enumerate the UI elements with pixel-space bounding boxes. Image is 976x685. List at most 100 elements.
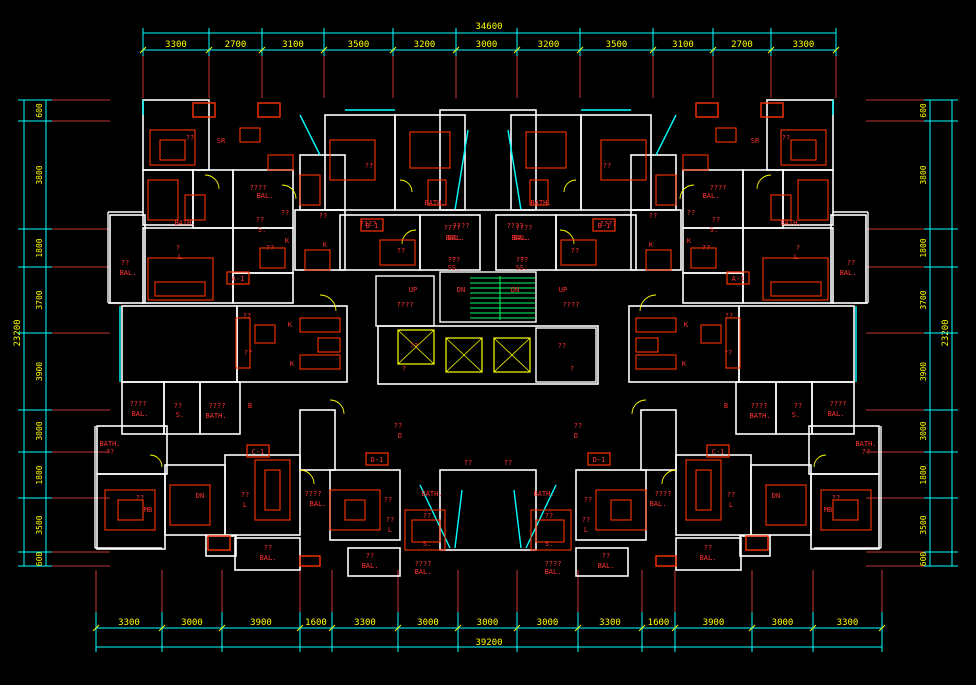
room-label: BATH. [424,199,445,207]
room-label: L [729,501,733,509]
furniture-item [411,519,441,543]
left-segment-label: 3800 [35,165,44,184]
door-swing [149,454,163,468]
room-label: BAL. [703,192,720,200]
room-label: BATH. [421,490,442,498]
wall-rect [675,454,752,536]
room-label: ?? [782,134,790,142]
top-tick-mark [576,46,584,54]
bottom-tick-mark [328,624,336,632]
furniture-item [560,239,597,266]
window-unit [745,535,769,551]
wall-rect [439,109,537,211]
stair-elevator-core [375,271,599,385]
top-segment-label: 3300 [793,40,815,50]
bottom-tick-mark [92,624,100,632]
wall-rect [199,381,241,435]
furniture-item [147,257,214,301]
room-label: K [288,321,293,329]
room-label: S. [792,411,800,419]
room-label: ???? [397,301,414,309]
furniture-item [635,354,677,370]
top-segment-label: 3500 [606,40,628,50]
room-label: ?? [266,244,274,252]
room-label: SR [751,137,760,145]
room-label: S. [258,226,266,234]
window-unit [192,102,216,118]
room-label: ?? [243,312,251,320]
room-label: ?? [423,512,431,520]
room-label: ?? [727,491,735,499]
room-label: ???? [507,222,524,230]
door-swing [756,174,772,190]
wall-rect [299,154,346,211]
room-label: BATH. [533,490,554,498]
axis-gridlines [52,56,924,612]
furniture-item [695,469,712,511]
bottom-segment-label: 3300 [354,618,376,628]
right-segment-label: 600 [919,103,928,118]
room-label: ?? [574,422,582,430]
wall-rect [232,227,294,274]
top-segment-label: 3500 [348,40,370,50]
furniture-item [635,337,659,353]
room-label: ???? [415,560,432,568]
room-label: ?? [319,212,327,220]
door-swing [679,184,695,200]
unit-tag-label: B-1 [598,222,611,230]
room-label: ? [796,244,800,252]
left-segment-label: 3500 [35,515,44,534]
top-tick-mark [320,46,328,54]
wall-rect [495,214,557,271]
furniture-item [344,499,366,521]
furniture-item [832,499,859,521]
unit-tag-label: C-1 [712,448,725,456]
room-label: ?? [504,459,512,467]
room-label: ???? [209,402,226,410]
top-tick-mark [258,46,266,54]
room-label: ???? [655,490,672,498]
furniture-item [685,459,722,521]
room-label: BAL. [362,562,379,570]
room-label: ???? [563,301,580,309]
wall-line [513,489,522,549]
right-segment-label: 3800 [919,165,928,184]
furniture-item [655,174,677,206]
room-label: BAL. [650,500,667,508]
wall-rect [742,169,784,229]
room-label: BAL. [598,562,615,570]
left-segment-label: 1800 [35,465,44,484]
room-label: ???? [130,400,147,408]
furniture-item [304,249,331,271]
unit-tag-label: D-1 [593,456,606,464]
room-label: MB [824,506,832,514]
room-label: ???? [250,184,267,192]
stair-well [439,271,537,323]
window-unit [299,555,321,567]
room-label: DN [772,492,780,500]
room-label: ?? [724,349,732,357]
room-label: ???? [830,400,847,408]
room-label: BAL. [840,269,857,277]
room-label: S. [176,411,184,419]
furniture-item [117,499,144,521]
elevator-shaft [493,337,531,373]
furniture-item [820,489,872,531]
unit-tag-label: B-1 [366,222,379,230]
furniture-item [770,194,792,221]
furniture-item [762,257,829,301]
wall-rect [630,154,677,211]
room-label: ?? [702,244,710,252]
furniture-item [682,154,709,171]
room-label: ?? [264,544,272,552]
room-label: ?? [649,212,657,220]
furniture-item [595,489,647,531]
room-label: BATH. [174,219,195,227]
furniture-item [379,239,416,266]
room-label: BAL. [446,234,463,242]
room-label: D [574,432,578,440]
wall-line [507,129,522,211]
wall-rect [205,535,237,557]
